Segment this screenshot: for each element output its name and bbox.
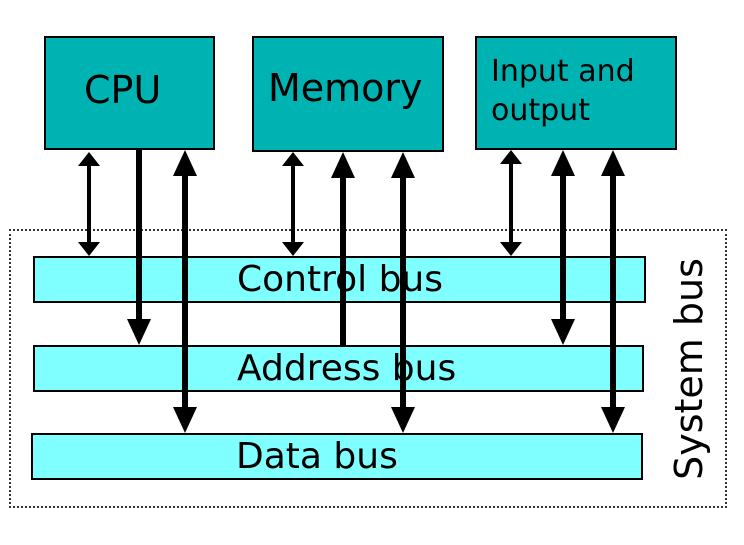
arrow-io-control xyxy=(500,150,522,256)
memory-box: Memory xyxy=(252,36,444,152)
arrow-cpu-address xyxy=(127,150,151,345)
data-bus xyxy=(31,433,643,480)
cpu-box: CPU xyxy=(44,36,215,150)
control-bus-label: Control bus xyxy=(237,259,443,300)
cpu-label: CPU xyxy=(84,68,162,112)
memory-label: Memory xyxy=(268,66,423,110)
data-bus-label: Data bus xyxy=(236,436,398,477)
system-bus-frame xyxy=(9,229,727,508)
arrow-io-data xyxy=(601,150,625,433)
address-bus-label: Address bus xyxy=(237,348,457,389)
arrow-memory-data xyxy=(391,152,415,433)
io-box: Input and output xyxy=(475,36,677,150)
arrow-memory-address xyxy=(331,152,355,345)
arrow-cpu-control xyxy=(78,152,100,256)
arrow-memory-control xyxy=(282,152,304,256)
system-bus-label: System bus xyxy=(667,258,711,480)
io-label: Input and output xyxy=(491,54,635,128)
arrow-cpu-data xyxy=(173,150,197,433)
control-bus xyxy=(33,256,646,303)
arrow-io-address xyxy=(551,150,575,345)
address-bus xyxy=(33,345,644,392)
